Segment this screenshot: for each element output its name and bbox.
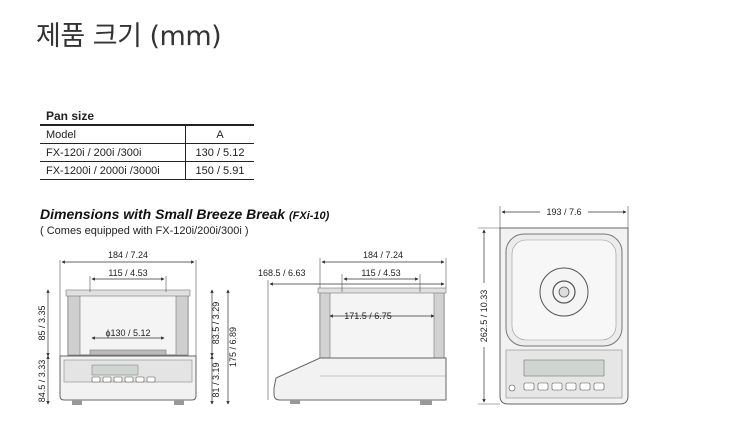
breeze-wall-left	[67, 294, 81, 356]
side-foot	[420, 400, 432, 405]
dimensions-note: ( Comes equipped with FX-120i/200i/300i …	[40, 225, 249, 237]
header-a: A	[185, 124, 254, 144]
key-button	[113, 376, 123, 383]
top-key-button	[523, 382, 535, 391]
side-breeze-break	[319, 291, 445, 359]
row-model: FX-120i / 200i /300i	[40, 143, 186, 162]
front-width-inner: 115 / 4.53	[108, 268, 147, 278]
front-left-lower: 84.5 / 3.33	[37, 360, 47, 403]
pan-size-title: Pan size	[46, 109, 95, 123]
front-view: 184 / 7.24 115 / 4.53 ϕ130 / 5.12 85 / 3…	[37, 250, 238, 405]
level-bubble	[508, 384, 516, 392]
front-right-lower: 81 / 3.19	[211, 362, 221, 397]
key-button	[102, 376, 112, 383]
front-right-total: 175 / 6.89	[228, 327, 238, 367]
dimensions-title-suffix: (FXi-10)	[288, 210, 330, 222]
row-a: 150 / 5.91	[185, 161, 254, 180]
top-width: 193 / 7.6	[546, 207, 581, 217]
key-button	[146, 376, 156, 383]
side-body	[273, 357, 447, 401]
foot-left	[72, 400, 82, 405]
foot-right	[174, 400, 184, 405]
pan-diameter: ϕ130 / 5.12	[105, 328, 150, 338]
table-row: FX-1200i / 2000i /3000i 150 / 5.91	[40, 161, 254, 180]
front-width-total: 184 / 7.24	[108, 250, 148, 260]
table-header-row: Model A	[40, 124, 254, 144]
side-view: 168.5 / 6.63 184 / 7.24 115 / 4.53 171.5…	[258, 250, 447, 405]
top-key-button	[579, 382, 591, 391]
side-depth: 168.5 / 6.63	[258, 268, 306, 278]
side-wall-back	[433, 291, 445, 359]
top-lcd-display	[523, 359, 605, 377]
top-key-button	[537, 382, 549, 391]
top-key-button	[551, 382, 563, 391]
side-height: 171.5 / 6.75	[344, 311, 392, 321]
top-view: 193 / 7.6 262.5 / 10.33	[478, 206, 629, 405]
pan-size-table: Model A FX-120i / 200i /300i 130 / 5.12 …	[40, 124, 254, 180]
side-wall-front	[319, 291, 331, 359]
pan	[89, 349, 167, 356]
front-right-upper: 83.5 / 3.29	[211, 302, 221, 345]
top-depth: 262.5 / 10.33	[479, 290, 489, 343]
header-model: Model	[40, 124, 186, 144]
pan-center	[558, 286, 570, 298]
page-title: 제품 크기 (mm)	[36, 21, 222, 52]
lcd-display	[91, 364, 139, 376]
side-foot-front	[290, 400, 300, 404]
breeze-break	[67, 294, 189, 356]
side-width-total: 184 / 7.24	[363, 250, 403, 260]
key-button	[135, 376, 145, 383]
top-key-button	[593, 382, 605, 391]
row-model: FX-1200i / 2000i /3000i	[40, 161, 186, 180]
table-row: FX-120i / 200i /300i 130 / 5.12	[40, 143, 254, 162]
dimensions-title: Dimensions with Small Breeze Break (FXi-…	[40, 206, 329, 222]
top-key-button	[565, 382, 577, 391]
side-width-inner: 115 / 4.53	[361, 268, 400, 278]
breeze-top-rim	[65, 289, 191, 297]
key-button	[124, 376, 134, 383]
key-button	[91, 376, 101, 383]
row-a: 130 / 5.12	[185, 143, 254, 162]
breeze-wall-right	[175, 294, 189, 356]
side-top-rim	[317, 287, 447, 294]
front-left-upper: 85 / 3.35	[37, 305, 47, 340]
dimensions-title-main: Dimensions with Small Breeze Break	[40, 206, 286, 222]
